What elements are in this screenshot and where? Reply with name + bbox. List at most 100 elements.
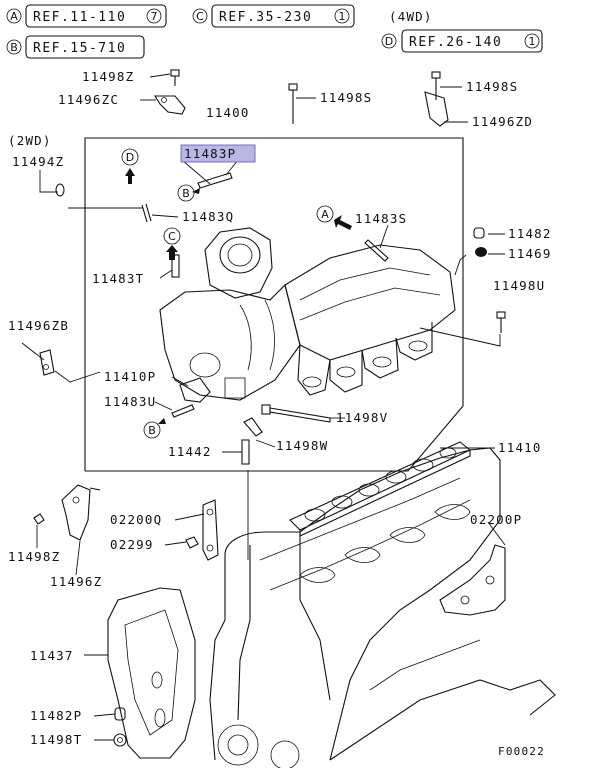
- label-11483P[interactable]: 11483P: [184, 146, 236, 161]
- ref-b-box: [25, 35, 145, 59]
- bracket-11437-drawing: [107, 587, 196, 759]
- variant-4wd-label: (4WD): [389, 9, 433, 24]
- label-11498V[interactable]: 11498V: [336, 410, 388, 425]
- ref-a[interactable]: A REF.11-110 7: [6, 4, 167, 28]
- bracket-11496ZB-icon: [39, 349, 55, 376]
- label-11469[interactable]: 11469: [508, 246, 552, 261]
- washer-11469-icon: [475, 247, 487, 257]
- label-11410P[interactable]: 11410P: [104, 369, 156, 384]
- label-11498W[interactable]: 11498W: [276, 438, 328, 453]
- figure-code: F00022: [498, 745, 545, 758]
- svg-text:C: C: [168, 230, 176, 243]
- ref-b[interactable]: B REF.15-710: [6, 35, 145, 59]
- ref-a-marker-icon: [6, 8, 22, 24]
- label-11483S[interactable]: 11483S: [355, 211, 407, 226]
- label-11437[interactable]: 11437: [30, 648, 74, 663]
- ref-d-num-circle-icon: [524, 33, 540, 49]
- label-11498Z-lower[interactable]: 11498Z: [8, 549, 60, 564]
- stud-11483U-icon: [171, 404, 195, 418]
- ref-a-num: 7: [151, 10, 158, 23]
- bolt-11498V-icon: [261, 404, 331, 423]
- ref-a-box: [25, 4, 167, 28]
- leader-lines: [21, 73, 506, 741]
- ref-d-letter: D: [385, 35, 393, 48]
- marker-c[interactable]: C: [163, 227, 181, 245]
- label-11494Z[interactable]: 11494Z: [12, 154, 64, 169]
- bracket-02200Q-drawing: [202, 499, 219, 561]
- gasket-11410-drawing: [289, 441, 472, 537]
- ref-d-num: 1: [529, 35, 536, 48]
- ref-b-letter: B: [10, 41, 18, 54]
- ref-c[interactable]: C REF.35-230 1: [192, 4, 355, 28]
- ref-c-box: [211, 4, 355, 28]
- label-11496Z[interactable]: 11496Z: [50, 574, 102, 589]
- bolt-11498T-icon: [113, 733, 127, 747]
- label-11498S-right[interactable]: 11498S: [466, 79, 518, 94]
- variant-2wd-label: (2WD): [8, 133, 52, 148]
- ref-b-marker-icon: [6, 39, 22, 55]
- label-02200P[interactable]: 02200P: [470, 512, 522, 527]
- label-11483U[interactable]: 11483U: [104, 394, 156, 409]
- ref-d-box: [401, 29, 543, 53]
- ref-c-marker-icon: [192, 8, 208, 24]
- marker-a[interactable]: A: [316, 205, 334, 223]
- marker-b-bottom[interactable]: B: [143, 421, 161, 439]
- ref-d-marker-icon: [381, 33, 397, 49]
- ref-c-text: REF.35-230: [219, 10, 312, 25]
- highlight-11483P: [180, 144, 256, 163]
- ref-a-num-circle-icon: [146, 8, 162, 24]
- ref-c-letter: C: [196, 10, 204, 23]
- intake-manifold-drawing: [159, 227, 456, 401]
- label-02299[interactable]: 02299: [110, 537, 154, 552]
- label-11442[interactable]: 11442: [168, 444, 212, 459]
- stud-11483S-icon: [364, 239, 389, 262]
- bolt-11498S-right-icon: [424, 71, 449, 127]
- label-11496ZC[interactable]: 11496ZC: [58, 92, 119, 107]
- nut-02299-icon: [185, 536, 199, 549]
- label-11498Z[interactable]: 11498Z: [82, 69, 134, 84]
- label-11400[interactable]: 11400: [206, 105, 250, 120]
- label-11496ZB[interactable]: 11496ZB: [8, 318, 69, 333]
- bracket-11496Z-drawing: [61, 484, 91, 541]
- label-11496ZD[interactable]: 11496ZD: [472, 114, 533, 129]
- ref-d-text: REF.26-140: [409, 35, 502, 50]
- bracket-11496ZC-icon: [154, 95, 186, 115]
- bolt-11498U-icon: [496, 311, 506, 333]
- stud-11483Q-icon: [141, 203, 152, 223]
- gasket-11410P-icon: [179, 377, 211, 403]
- label-11483T[interactable]: 11483T: [92, 271, 144, 286]
- ref-c-num: 1: [339, 10, 346, 23]
- ref-b-text: REF.15-710: [33, 41, 126, 56]
- cylinder-head-drawing: [209, 447, 556, 768]
- ref-c-num-circle-icon: [334, 8, 350, 24]
- sensor-11494Z-icon: [55, 183, 65, 197]
- marker-d[interactable]: D: [121, 148, 139, 166]
- svg-text:B: B: [148, 424, 156, 437]
- label-11482P[interactable]: 11482P: [30, 708, 82, 723]
- label-11498T[interactable]: 11498T: [30, 732, 82, 747]
- stud-11483P-icon: [197, 172, 233, 189]
- svg-text:A: A: [321, 208, 329, 221]
- label-11498U[interactable]: 11498U: [493, 278, 545, 293]
- svg-text:B: B: [182, 187, 190, 200]
- label-02200Q[interactable]: 02200Q: [110, 512, 162, 527]
- bolt-11498W-icon: [243, 417, 263, 437]
- plug-11482-icon: [473, 227, 485, 239]
- bolt-11498Z-icon: [170, 69, 180, 86]
- ref-d[interactable]: D REF.26-140 1: [381, 29, 543, 53]
- label-11483Q[interactable]: 11483Q: [182, 209, 234, 224]
- marker-b-top[interactable]: B: [177, 184, 195, 202]
- ref-a-letter: A: [10, 10, 18, 23]
- ref-a-text: REF.11-110: [33, 10, 126, 25]
- label-11482[interactable]: 11482: [508, 226, 552, 241]
- label-11410[interactable]: 11410: [498, 440, 542, 455]
- bolt-11498Z-lower-icon: [33, 513, 45, 525]
- label-11498S[interactable]: 11498S: [320, 90, 372, 105]
- stud-11442-icon: [241, 439, 250, 465]
- stud-11483T-icon: [171, 254, 180, 278]
- part-labels: 11498Z 11496ZC 11400 11498S 11498S 11496…: [8, 69, 552, 758]
- bracket-02200P-drawing: [439, 544, 506, 616]
- svg-text:D: D: [126, 151, 134, 164]
- assembly-frame: [84, 137, 464, 472]
